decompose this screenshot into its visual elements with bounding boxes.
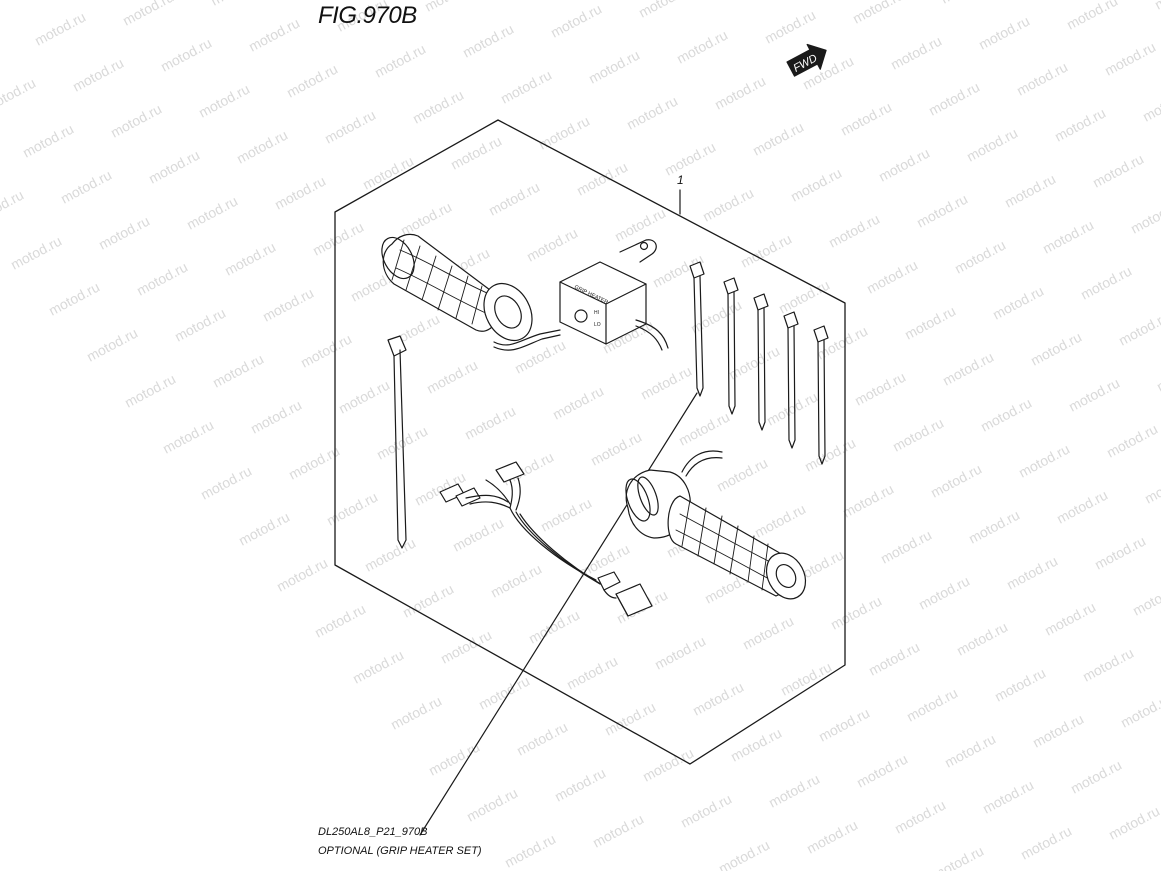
cable-tie (753, 293, 769, 431)
callout-number: 1 (677, 173, 684, 187)
grip-heater-switch: GRIP HEATER HI LO (559, 239, 669, 351)
fwd-label: FWD (792, 52, 820, 74)
footer-code: DL250AL8_P21_970B (318, 826, 428, 838)
cable-tie (723, 277, 739, 415)
footer-description: OPTIONAL (GRIP HEATER SET) (318, 845, 482, 857)
cable-tie (783, 311, 799, 449)
kit-boundary (334, 119, 846, 765)
cable-tie (813, 325, 829, 465)
cable-tie-group (689, 261, 829, 465)
cable-tie (689, 261, 705, 397)
footer-leader (419, 392, 698, 836)
cable-tie-long (387, 335, 407, 549)
switch-hi-label: HI (594, 310, 599, 316)
wiring-harness (439, 461, 653, 617)
left-heated-grip (381, 233, 561, 351)
right-heated-grip (625, 450, 807, 600)
fwd-arrow-icon: FWD (786, 43, 827, 77)
figure-title: FIG.970B (318, 2, 417, 29)
switch-lo-label: LO (594, 322, 601, 328)
